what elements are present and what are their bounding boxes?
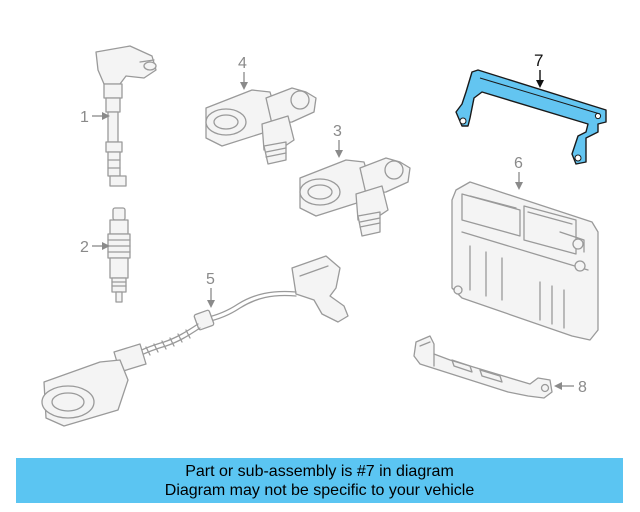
camshaft-sensor-upper-part[interactable] [205,87,317,165]
svg-text:3: 3 [333,123,342,140]
spark-plug-part[interactable] [107,207,131,303]
svg-text:6: 6 [514,155,523,172]
svg-text:8: 8 [578,379,587,396]
crankshaft-sensor-part[interactable] [41,255,349,427]
callout-5: 5 [206,271,215,308]
engine-control-module-part[interactable] [451,181,599,341]
bracket-part-highlighted[interactable] [455,69,607,165]
info-banner: Part or sub-assembly is #7 in diagram Di… [16,458,623,503]
svg-text:4: 4 [238,55,247,72]
svg-text:2: 2 [80,239,89,256]
callout-3: 3 [333,123,343,158]
parts-diagram: 1 2 4 [41,45,607,427]
svg-text:1: 1 [80,109,89,126]
camshaft-sensor-lower-part[interactable] [299,157,411,237]
banner-line-part-number: Part or sub-assembly is #7 in diagram [185,462,454,480]
callout-2: 2 [80,239,110,256]
callout-7: 7 [534,51,544,88]
ignition-coil-part[interactable] [95,45,157,187]
callout-1: 1 [80,109,110,126]
callout-4: 4 [238,55,248,90]
callout-8: 8 [554,379,587,396]
lower-bracket-part[interactable] [413,335,553,399]
svg-text:5: 5 [206,271,215,288]
callout-6: 6 [514,155,523,190]
banner-line-disclaimer: Diagram may not be specific to your vehi… [164,481,475,499]
svg-text:7: 7 [534,51,543,70]
